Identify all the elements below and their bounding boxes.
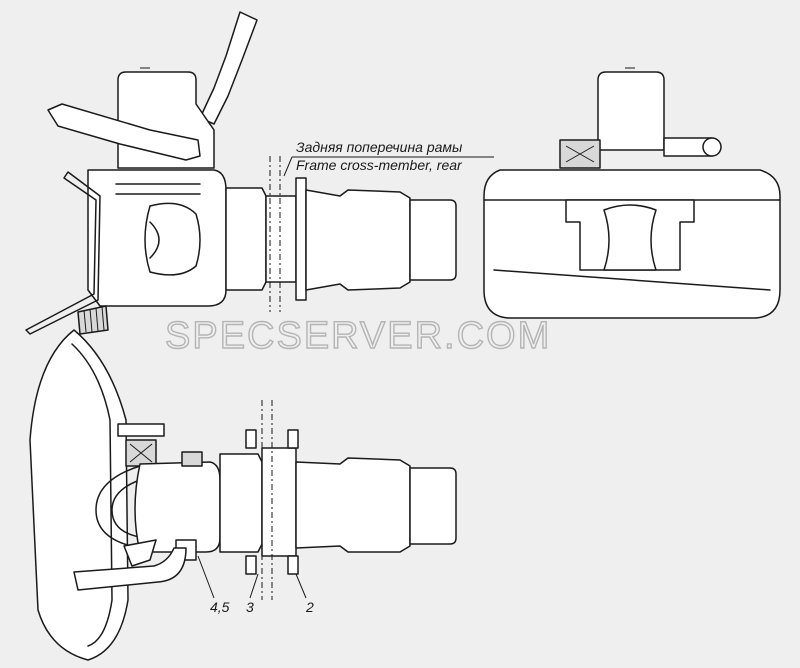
hook-body-top <box>134 461 221 553</box>
flange-bolts <box>245 429 299 575</box>
leader-3 <box>249 573 259 599</box>
top-view <box>29 329 457 661</box>
leader-4-5 <box>197 555 215 599</box>
shank-end-top <box>409 467 457 545</box>
shank-end <box>409 199 457 281</box>
watermark: SPECSERVER.COM <box>165 315 551 357</box>
bottom-plate-inner <box>71 343 113 647</box>
latch-cross <box>129 443 153 463</box>
shank-ring-1 <box>225 187 267 291</box>
shank-body <box>305 189 411 291</box>
rear-latch-cross <box>565 145 595 163</box>
jaw-opening <box>144 202 201 276</box>
shank-ring-top-2 <box>261 447 297 557</box>
frame-flange <box>295 177 307 301</box>
rear-pin <box>603 204 657 271</box>
lever-ghost <box>199 11 258 125</box>
shank-ring-top-1 <box>219 453 263 553</box>
callout-3: 3 <box>246 599 254 615</box>
spring-coils <box>83 306 105 333</box>
bottom-plate <box>29 329 129 661</box>
front-guard <box>25 171 101 335</box>
rear-housing <box>597 71 665 151</box>
annotation-en: Frame cross-member, rear <box>296 157 463 173</box>
jaw-pin <box>149 221 160 259</box>
lever-handle <box>47 103 201 161</box>
handwheel <box>117 423 165 437</box>
rear-handle-knob <box>702 137 722 157</box>
shank-body-top <box>295 457 411 553</box>
callout-4-5: 4,5 <box>210 599 230 615</box>
rear-view <box>483 67 781 319</box>
hook-ribs <box>115 183 201 195</box>
hook-loop-outer <box>95 465 141 549</box>
top-bolt <box>181 451 203 467</box>
callout-2: 2 <box>305 599 314 615</box>
annotation-leader <box>283 156 293 177</box>
annotation-ru: Задняя поперечина рамы <box>296 139 463 155</box>
lever-bar <box>73 547 187 591</box>
side-view <box>25 11 494 335</box>
leader-2 <box>295 573 307 599</box>
lever-clip <box>123 539 157 567</box>
hook-loop-inner <box>111 477 147 539</box>
rear-lower-line <box>493 269 771 291</box>
